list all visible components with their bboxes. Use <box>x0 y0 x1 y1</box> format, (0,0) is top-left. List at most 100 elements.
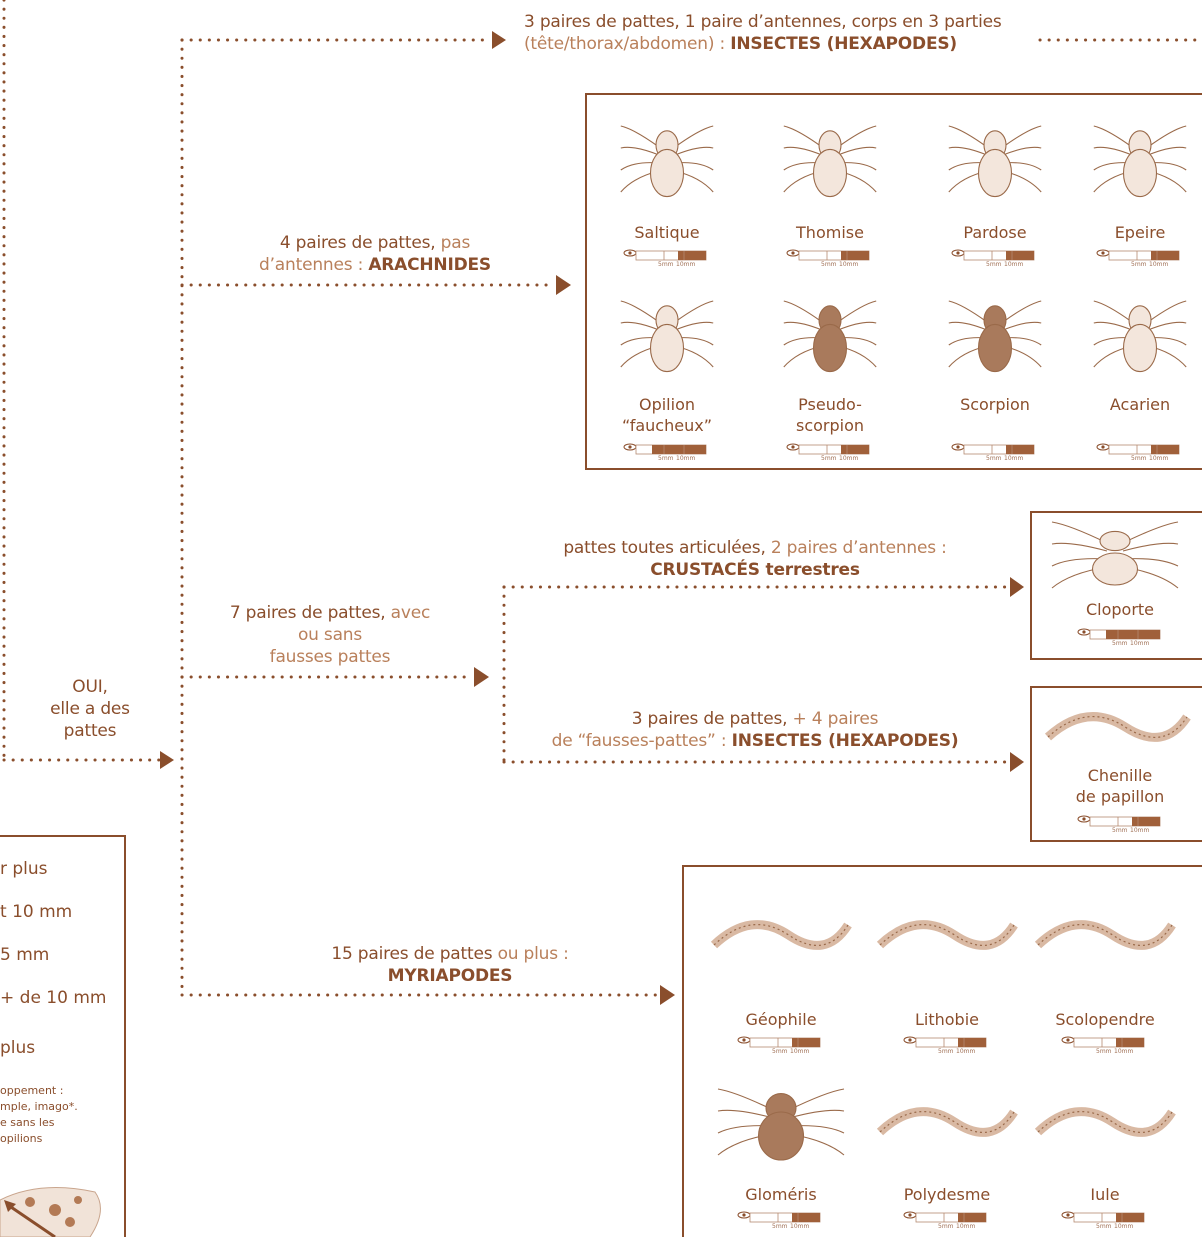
scale-bar-fill <box>652 445 706 454</box>
sept-paires-line2: ou sans <box>297 625 363 645</box>
animal-name: Polydesme <box>903 1185 991 1204</box>
chenille-line2: de “fausses-pattes” : INSECTES (HEXAPODE… <box>505 730 1005 752</box>
scale-bar-fill <box>678 251 706 260</box>
scale-label-10mm: 10mm <box>839 261 859 268</box>
myriapod-4-sketch <box>876 1107 1018 1137</box>
scale-label-10mm: 10mm <box>1149 261 1169 268</box>
scale-bar-graphic <box>786 443 870 455</box>
arachnid-card: Saltique <box>612 222 722 243</box>
scale-bar-graphic <box>786 249 870 261</box>
legend-line-4: + de 10 mm <box>0 988 107 1008</box>
arachnid-1-sketch <box>783 125 877 198</box>
myriapod-3-sketch <box>717 1088 845 1161</box>
eye-pupil <box>908 1038 912 1042</box>
scale-label-10mm: 10mm <box>956 1223 976 1230</box>
arachnid-3-sketch <box>1093 125 1187 198</box>
arachnides-box <box>585 93 1202 470</box>
arachnid-7-illustration <box>1093 300 1187 373</box>
myriapod-5-illustration <box>1034 1107 1176 1137</box>
scale-bar-fill <box>841 251 869 260</box>
crustaces-branch-label: pattes toutes articulées, 2 paires d’ant… <box>505 537 1005 581</box>
legend-note-3: e sans les <box>0 1116 55 1129</box>
arachnid-4-sketch <box>620 300 714 373</box>
arachnides-line2: d’antennes : ARACHNIDES <box>220 254 530 276</box>
arachnid-card: Opilion“faucheux” <box>612 394 722 436</box>
scale-label-10mm: 10mm <box>1004 261 1024 268</box>
chenille-line2-prefix: de “fausses-pattes” : <box>551 731 732 751</box>
scale-label-10mm: 10mm <box>1114 1048 1134 1055</box>
eye-pupil <box>791 445 795 449</box>
legend-butterfly-illustration <box>0 1187 101 1237</box>
arachnid-card: Pardose <box>940 222 1050 243</box>
scale-bar-graphic <box>903 1036 987 1048</box>
insectes-line2: (tête/thorax/abdomen) : INSECTES (HEXAPO… <box>524 33 1164 55</box>
scale-bar-graphic <box>1096 443 1180 455</box>
insectes-line1: 3 paires de pattes, 1 paire d’antennes, … <box>524 12 1002 32</box>
chenille-card: Chenille de papillon <box>1040 765 1200 807</box>
myriapodes-line1: 15 paires de pattes ou plus : <box>260 943 640 965</box>
scale-bar-fill <box>1116 1038 1144 1047</box>
arachnid-1-illustration <box>783 125 877 198</box>
scale-label-5mm: 5mm <box>821 455 837 462</box>
myriapod-card: Scolopendre <box>1030 1009 1180 1030</box>
myriapod-2-illustration <box>1034 920 1176 950</box>
scale-bar-fill <box>792 1213 820 1222</box>
scale-bar-graphic <box>1061 1036 1145 1048</box>
animal-name: Thomise <box>796 223 864 242</box>
crustaces-line1: pattes toutes articulées, 2 paires d’ant… <box>505 537 1005 559</box>
animal-name: Chenille <box>1087 766 1153 785</box>
animal-name: Scolopendre <box>1055 1010 1155 1029</box>
myriapod-1-illustration <box>876 920 1018 950</box>
scale-bar-fill <box>1151 251 1179 260</box>
chenille-branch-label: 3 paires de pattes, + 4 paires de “fauss… <box>505 708 1005 752</box>
chenille-line1-b: + 4 paires <box>787 709 879 729</box>
cloporte-card: Cloporte <box>1040 599 1200 620</box>
scale-label-10mm: 10mm <box>1130 827 1150 834</box>
legend-note-4: opilions <box>0 1132 43 1145</box>
myriapod-0-sketch <box>710 920 852 950</box>
scale-label-5mm: 5mm <box>986 261 1002 268</box>
legend-line-2: t 10 mm <box>0 902 73 922</box>
chenille-group-name: INSECTES (HEXAPODES) <box>731 731 959 751</box>
eye-pupil <box>956 251 960 255</box>
myriapod-card: Gloméris <box>706 1184 856 1205</box>
chenille-line1: 3 paires de pattes, + 4 paires <box>505 708 1005 730</box>
myriapodes-branch-label: 15 paires de pattes ou plus : MYRIAPODES <box>260 943 640 987</box>
arachnid-card: Thomise <box>775 222 885 243</box>
arachnid-7-sketch <box>1093 300 1187 373</box>
sept-paires-branch-label: 7 paires de pattes, avec ou sans fausses… <box>190 602 470 668</box>
scale-label-5mm: 5mm <box>1131 455 1147 462</box>
cloporte-sketch <box>1051 521 1179 589</box>
scale-bar-fill <box>841 445 869 454</box>
scale-label-5mm: 5mm <box>821 261 837 268</box>
eye-pupil <box>1101 251 1105 255</box>
animal-name: Scorpion <box>960 395 1030 414</box>
scale-bar-graphic <box>903 1211 987 1223</box>
legend-box <box>0 835 126 1237</box>
scale-bar-graphic <box>623 443 707 455</box>
animal-name-line2: de papillon <box>1075 787 1165 806</box>
eye-pupil <box>1082 817 1086 821</box>
eye-pupil <box>628 445 632 449</box>
arachnid-2-illustration <box>948 125 1042 198</box>
arachnid-0-illustration <box>620 125 714 198</box>
scale-label-10mm: 10mm <box>1149 455 1169 462</box>
scale-bar-fill <box>1006 251 1034 260</box>
eye-pupil <box>742 1038 746 1042</box>
legend-line-1: r plus <box>0 859 48 879</box>
oui-label: OUI, elle a des pattes <box>30 676 150 742</box>
chenille-line1-a: 3 paires de pattes, <box>631 709 788 729</box>
animal-name: Pseudo- <box>798 395 862 414</box>
eye-pupil <box>1101 445 1105 449</box>
scale-label-5mm: 5mm <box>1096 1048 1112 1055</box>
arachnid-5-illustration <box>783 300 877 373</box>
scale-label-5mm: 5mm <box>772 1223 788 1230</box>
eye-pupil <box>1066 1038 1070 1042</box>
